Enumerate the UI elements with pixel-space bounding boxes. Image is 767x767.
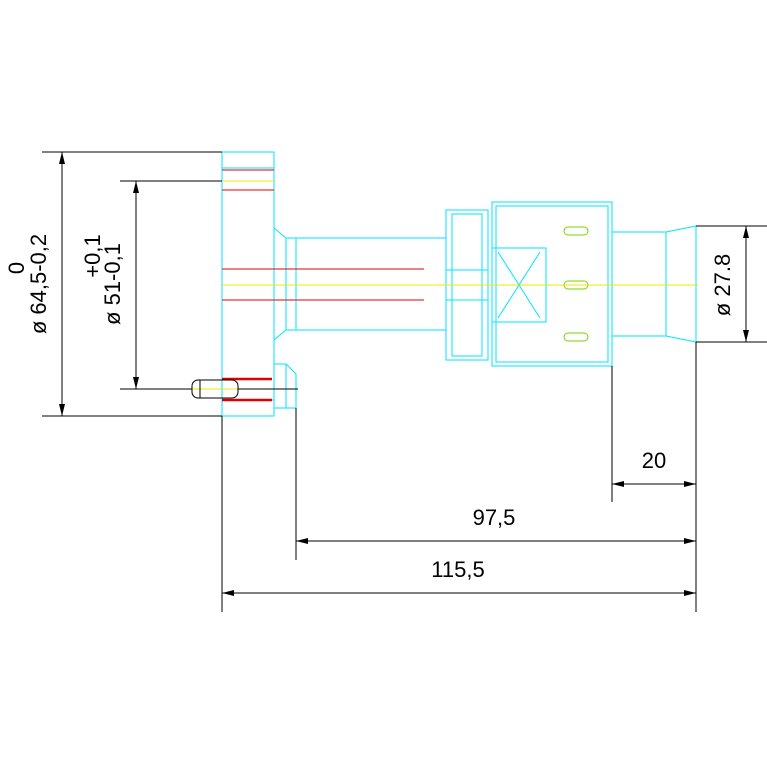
part-outline	[221, 151, 697, 417]
bolt-boss	[274, 363, 297, 409]
end-diameter-label: ø 27.8	[710, 254, 735, 316]
hidden-lines	[222, 169, 424, 402]
dimension-labels: 0 ø 64,5-0,2 +0,1 ø 51-0,1 ø 27.8 20 97,…	[4, 234, 735, 582]
bolt-circle-tol-upper: +0,1	[80, 234, 105, 277]
outer-diameter-label: ø 64,5-0,2	[26, 234, 51, 334]
length-20-label: 20	[642, 448, 666, 473]
connector-end	[665, 225, 697, 343]
vent-slots	[563, 226, 589, 342]
bolt-circle-label: ø 51-0,1	[100, 243, 125, 325]
centerlines	[190, 180, 698, 390]
vent-slot	[563, 226, 589, 236]
dimension-lines	[42, 151, 767, 612]
outer-diameter-tol-upper: 0	[4, 262, 29, 274]
sensor-body	[285, 237, 447, 331]
length-115-5-label: 115,5	[431, 557, 484, 582]
length-97-5-label: 97,5	[473, 505, 516, 530]
connector-tail	[611, 231, 667, 337]
flange-plate	[221, 151, 275, 417]
vent-slot	[563, 332, 589, 342]
connector-housing	[491, 201, 613, 367]
bolt	[191, 379, 298, 399]
